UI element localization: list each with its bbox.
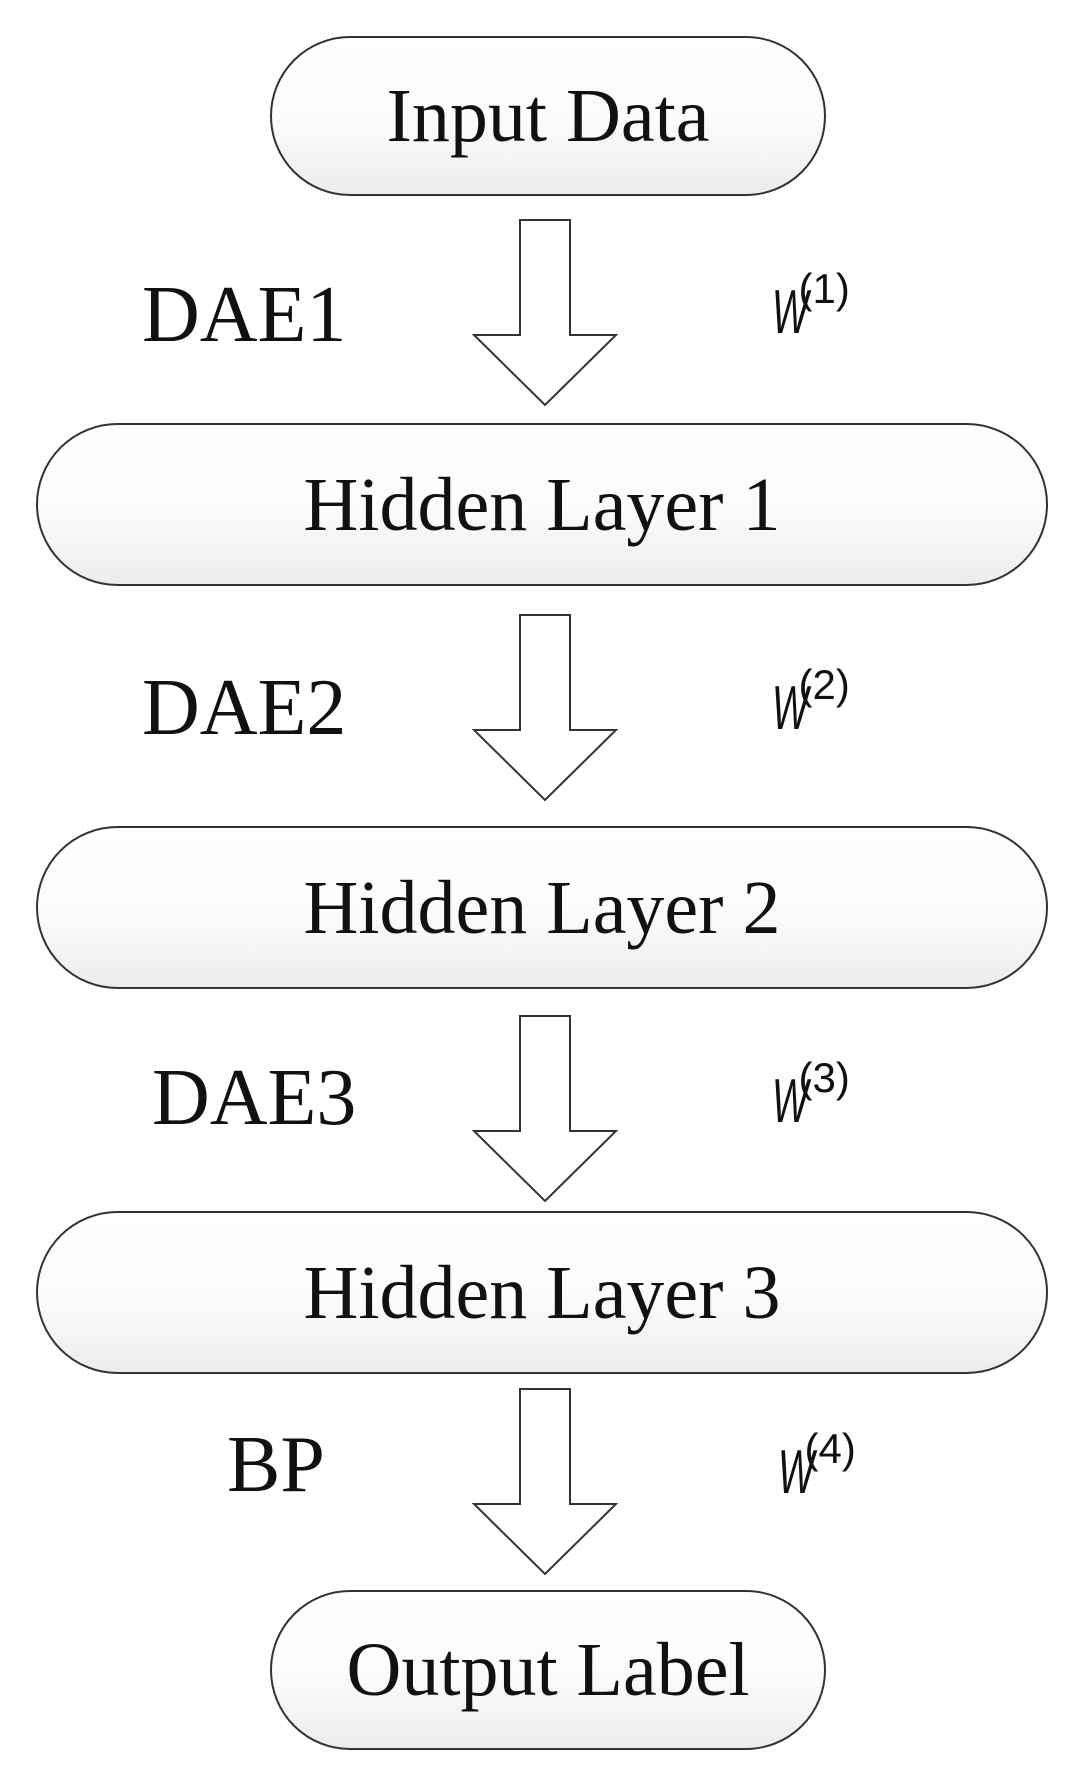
down-arrow-icon [472, 614, 618, 802]
hidden-layer-2-node: Hidden Layer 2 [36, 826, 1048, 989]
output-label-text: Output Label [346, 1628, 750, 1712]
weight-index: (3) [798, 1054, 850, 1101]
hidden-layer-1-node: Hidden Layer 1 [36, 423, 1048, 586]
weight-index: (2) [798, 661, 850, 708]
hidden-layer-3-label: Hidden Layer 3 [303, 1250, 781, 1335]
output-label-node: Output Label [270, 1590, 826, 1750]
weight-w3: W(3) [772, 1057, 850, 1133]
down-arrow-icon [472, 1388, 618, 1576]
down-arrow-icon [472, 219, 618, 407]
step-label-dae1: DAE1 [142, 271, 347, 359]
weight-index: (4) [804, 1425, 856, 1472]
step-label-dae3: DAE3 [152, 1054, 357, 1142]
down-arrow-icon [472, 1015, 618, 1203]
weight-symbol: W [778, 1438, 814, 1507]
weight-w4: W(4) [778, 1428, 856, 1504]
weight-symbol: W [772, 1067, 808, 1136]
hidden-layer-3-node: Hidden Layer 3 [36, 1211, 1048, 1374]
weight-symbol: W [772, 674, 808, 743]
step-label-bp: BP [227, 1421, 325, 1509]
weight-w1: W(1) [772, 268, 850, 344]
step-label-dae2: DAE2 [142, 664, 347, 752]
input-data-label: Input Data [386, 74, 710, 158]
weight-symbol: W [772, 278, 808, 347]
input-data-node: Input Data [270, 36, 826, 196]
hidden-layer-1-label: Hidden Layer 1 [303, 462, 781, 547]
weight-w2: W(2) [772, 664, 850, 740]
hidden-layer-2-label: Hidden Layer 2 [303, 865, 781, 950]
weight-index: (1) [798, 265, 850, 312]
